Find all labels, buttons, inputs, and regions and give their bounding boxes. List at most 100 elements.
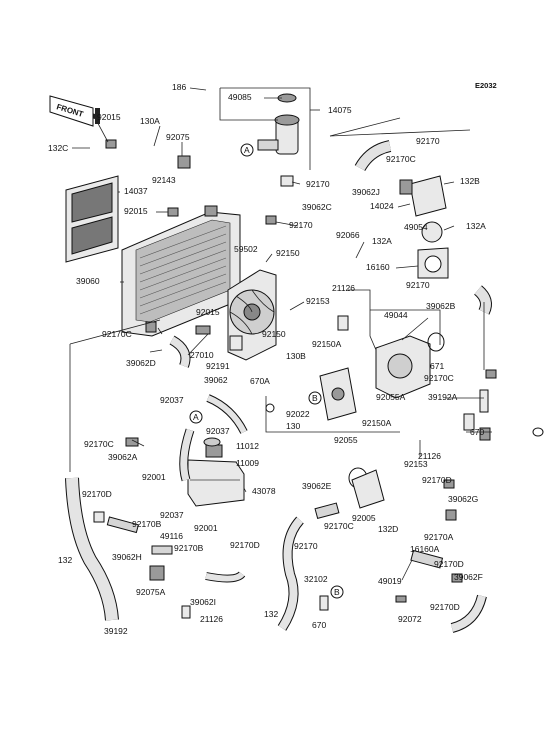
part-label: 39062F — [454, 572, 483, 582]
part-label: 21126 — [418, 451, 441, 461]
front-arrow-icon: FRONT — [49, 95, 100, 127]
part-label: 11009 — [236, 458, 259, 468]
part-label: 92170B — [174, 543, 204, 553]
hose-39062D — [169, 335, 191, 368]
part-label: 92170C — [324, 521, 354, 531]
ref-mark-b-2: B — [330, 585, 344, 599]
part-label: 132 — [58, 555, 72, 565]
part-label: 39062 — [204, 375, 228, 385]
part-label: 39192A — [428, 392, 458, 402]
svg-text:A: A — [193, 412, 199, 422]
part-label: 39062B — [426, 301, 456, 311]
part-label: 130A — [140, 116, 160, 126]
part-label: 92066 — [336, 230, 360, 240]
part-label: 92055 — [334, 435, 358, 445]
part-label: 39060 — [76, 276, 100, 286]
diagram-code: E2032 — [475, 81, 497, 90]
part-label: 92170D — [82, 489, 112, 499]
radiator-screen-14037 — [65, 175, 119, 263]
radiator-39060 — [121, 205, 241, 337]
leader-lines — [72, 87, 492, 581]
part-label: 14024 — [370, 201, 394, 211]
part-label: 92170C — [424, 373, 454, 383]
hose-39062H — [106, 516, 140, 534]
part-label: 92170D — [230, 540, 260, 550]
part-label: 14037 — [124, 186, 148, 196]
part-label: 92150 — [262, 329, 286, 339]
part-label: 32102 — [304, 574, 328, 584]
part-label: 39062C — [302, 202, 332, 212]
svg-text:A: A — [244, 145, 250, 155]
part-label: 92170C — [102, 329, 132, 339]
part-label: 671 — [430, 361, 444, 371]
part-label: 39062A — [108, 452, 138, 462]
part-label: 92143 — [152, 175, 176, 185]
hose-39062B — [473, 285, 492, 315]
hose-39062J — [354, 140, 392, 172]
part-label: 92150A — [362, 418, 392, 428]
filler-neck-14075 — [257, 93, 300, 187]
part-label: 11012 — [236, 441, 259, 451]
part-label: 92170D — [430, 602, 460, 612]
part-label: 92153 — [404, 459, 428, 469]
part-label: 92001 — [194, 523, 218, 533]
part-label: 92022 — [286, 409, 310, 419]
part-label: 670A — [250, 376, 270, 386]
hose-39062 — [206, 394, 248, 434]
part-label: 14075 — [328, 105, 352, 115]
part-label: 186 — [172, 82, 186, 92]
part-label: 27010 — [190, 350, 214, 360]
part-label: 132B — [460, 176, 480, 186]
part-label: 92037 — [206, 426, 230, 436]
reserve-tank-43078 — [187, 437, 245, 507]
part-label: 92170 — [406, 280, 430, 290]
part-label: 132A — [466, 221, 486, 231]
pipe-32102 — [277, 516, 304, 631]
part-label: 92153 — [306, 296, 330, 306]
part-label: 92191 — [206, 361, 230, 371]
ref-mark-a-2: A — [189, 410, 203, 424]
part-label: 92170A — [424, 532, 454, 542]
ref-mark-a-1: A — [240, 143, 254, 157]
part-label: 92170B — [132, 519, 162, 529]
part-label: 92150 — [276, 248, 300, 258]
part-label: 670 — [312, 620, 326, 630]
svg-text:B: B — [312, 393, 318, 403]
hose-39062F — [450, 594, 487, 633]
part-label: 49044 — [384, 310, 408, 320]
part-label: 130B — [286, 351, 306, 361]
part-label: 92075 — [166, 132, 190, 142]
part-label: 132 — [264, 609, 278, 619]
hose-39062I — [205, 571, 246, 583]
part-label: 92170 — [294, 541, 318, 551]
part-label: 132D — [378, 524, 398, 534]
part-label: 92075A — [136, 587, 166, 597]
hose-39062E — [314, 502, 340, 520]
small-parts — [93, 139, 544, 619]
part-label: 92170 — [289, 220, 313, 230]
part-label: 39192 — [104, 626, 128, 636]
part-label: 92170 — [416, 136, 440, 146]
part-label: 132C — [48, 143, 68, 153]
hose-39062A — [179, 428, 195, 482]
part-label: 92170C — [84, 439, 114, 449]
pump-cover — [319, 367, 357, 421]
part-label: 132A — [372, 236, 392, 246]
part-label: 92015 — [97, 112, 121, 122]
part-label: 92005 — [352, 513, 376, 523]
part-label: 21126 — [332, 283, 355, 293]
part-label: 92170C — [386, 154, 416, 164]
part-label: 39062I — [190, 597, 216, 607]
part-label: 92037 — [160, 510, 184, 520]
part-label: 49054 — [404, 222, 428, 232]
part-label: 92015 — [124, 206, 148, 216]
part-label: 92001 — [142, 472, 166, 482]
part-label: 92150A — [312, 339, 342, 349]
part-label: 92015 — [196, 307, 220, 317]
part-label: 49019 — [378, 576, 402, 586]
thermostat-housing-14024 — [399, 175, 449, 279]
part-label: 16160A — [410, 544, 440, 554]
part-label: 92055A — [376, 392, 406, 402]
part-label: 59502 — [234, 244, 258, 254]
